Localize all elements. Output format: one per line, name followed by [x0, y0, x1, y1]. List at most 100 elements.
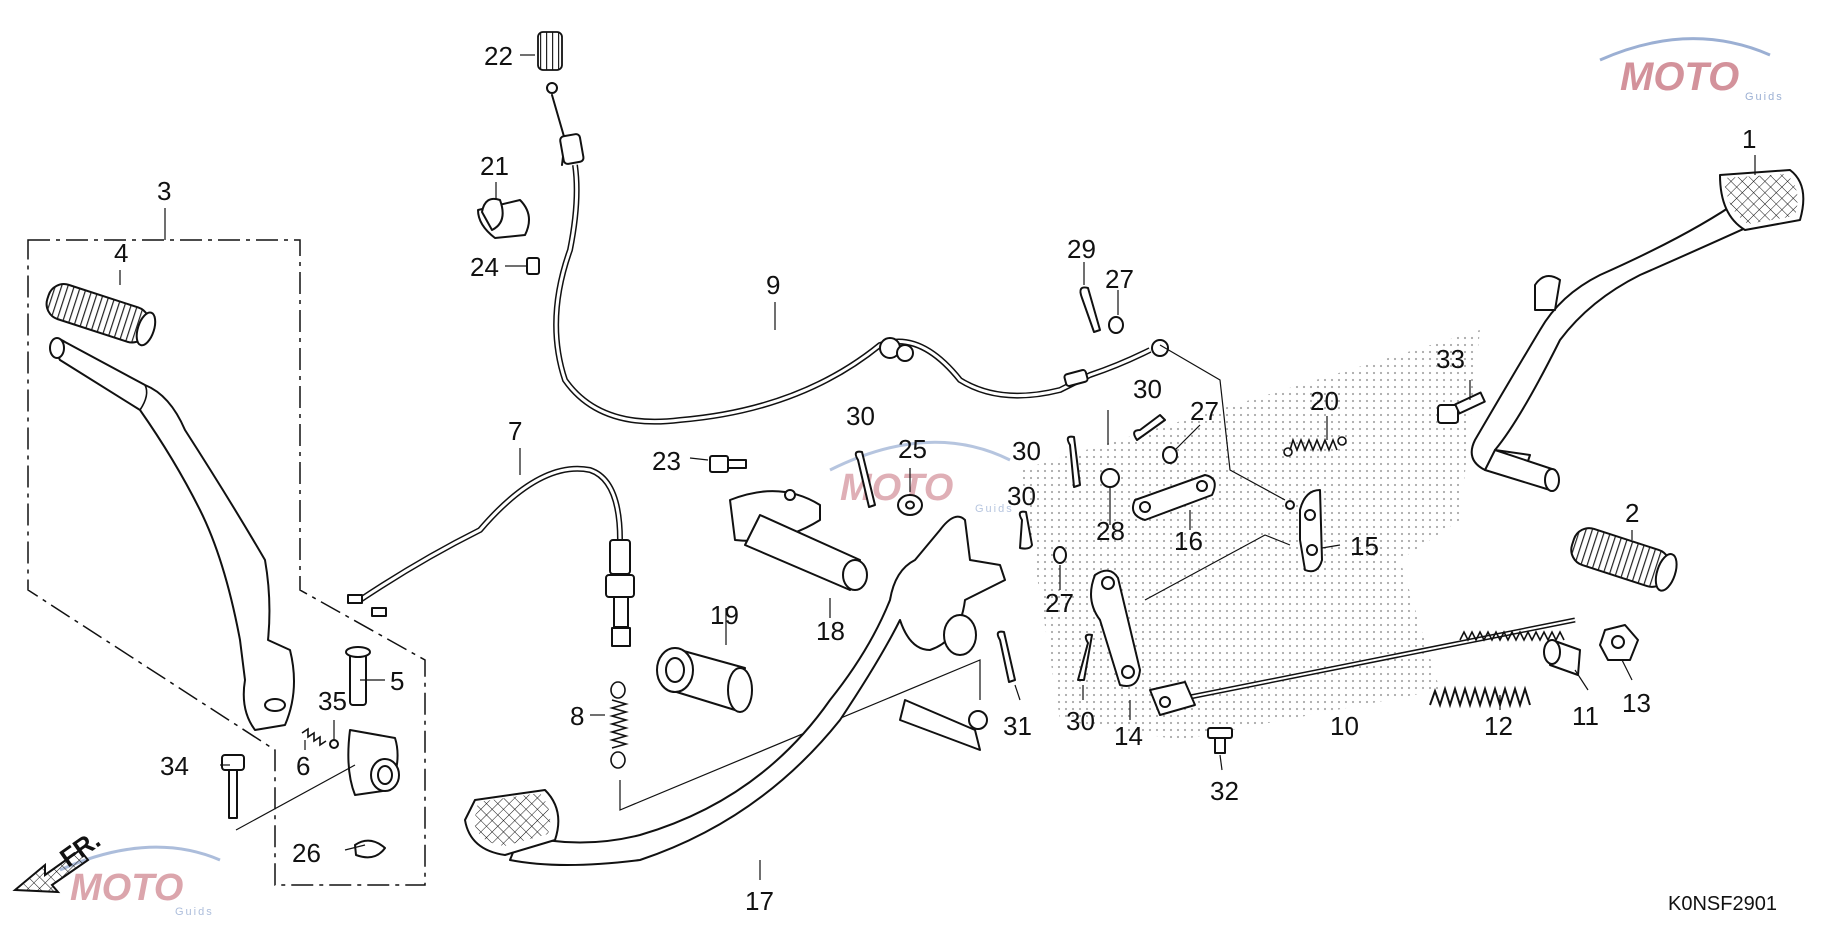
label-19: 19	[710, 600, 739, 630]
label-30-a: 30	[846, 401, 875, 431]
label-31: 31	[1003, 711, 1032, 741]
part-4-grip	[45, 283, 157, 347]
watermark-brand-top: MOTO	[1620, 55, 1739, 99]
part-1-pedal	[1470, 169, 1805, 492]
part-13-nut	[1599, 624, 1639, 661]
watermark-brand-center: MOTO	[840, 467, 953, 509]
label-27-c: 27	[1045, 588, 1074, 618]
part-22-boot	[537, 31, 563, 94]
label-3: 3	[157, 176, 171, 206]
label-1: 1	[1742, 124, 1756, 154]
part-30-pin-b	[1066, 435, 1081, 488]
label-23: 23	[652, 446, 681, 476]
label-6: 6	[296, 751, 310, 781]
part-27-washer-a	[1108, 316, 1124, 334]
label-29: 29	[1067, 234, 1096, 264]
label-17: 17	[745, 886, 774, 916]
label-33: 33	[1436, 344, 1465, 374]
part-16-link	[1132, 474, 1216, 521]
watermark-logo-center: MOTO Guids	[829, 440, 1014, 515]
label-7: 7	[508, 416, 522, 446]
part-27-washer-c	[1053, 546, 1067, 564]
part-31-pin	[996, 630, 1016, 683]
part-5-pin	[345, 646, 371, 706]
label-28: 28	[1096, 516, 1125, 546]
group-box-3	[27, 239, 426, 886]
label-11: 11	[1572, 701, 1599, 731]
part-18-shaft	[729, 489, 868, 591]
watermark-sub-bottom: Guids	[175, 906, 214, 918]
part-27-washer-b	[1162, 446, 1178, 464]
watermark-logo-top: MOTO Guids	[1599, 37, 1784, 103]
part-30-pin-d	[1018, 510, 1033, 550]
shaded-region	[1020, 330, 1480, 740]
label-15: 15	[1350, 531, 1379, 561]
watermark-sub-top: Guids	[1745, 91, 1784, 103]
label-24: 24	[470, 252, 499, 282]
part-12-spring	[1429, 685, 1531, 709]
label-14: 14	[1114, 721, 1143, 751]
part-23-bolt	[709, 455, 747, 473]
label-20: 20	[1310, 386, 1339, 416]
label-34: 34	[160, 751, 189, 781]
part-shift-arm	[347, 729, 400, 796]
label-30-e: 30	[1066, 706, 1095, 736]
label-30-d: 30	[1007, 481, 1036, 511]
part-30-pin-a	[854, 450, 876, 508]
part-35-ball	[329, 739, 339, 749]
label-27-a: 27	[1105, 264, 1134, 294]
part-26-circlip	[354, 839, 386, 859]
diagram-code: K0NSF2901	[1668, 893, 1777, 915]
part-15-bracket	[1285, 489, 1323, 573]
label-27-b: 27	[1190, 396, 1219, 426]
label-16: 16	[1174, 526, 1203, 556]
label-35: 35	[318, 686, 347, 716]
label-30-b: 30	[1133, 374, 1162, 404]
part-2-grip	[1570, 527, 1678, 592]
part-34-bolt	[221, 754, 245, 819]
part-30-pin-c	[1133, 414, 1166, 441]
part-10-rod	[1149, 617, 1576, 716]
part-30-pin-e	[1077, 633, 1093, 681]
label-13: 13	[1622, 688, 1651, 718]
label-26: 26	[292, 838, 321, 868]
part-19-collar	[656, 647, 753, 713]
part-20-spring	[1283, 436, 1347, 457]
leader-34	[235, 764, 356, 831]
part-6-spring	[301, 727, 327, 747]
part-29-cotter	[1079, 286, 1101, 333]
label-32: 32	[1210, 776, 1239, 806]
part-17-brake-pedal	[464, 515, 1006, 866]
part-32-bolt	[1207, 727, 1233, 754]
leader-8-17	[619, 659, 981, 811]
leader-14-15	[1144, 534, 1291, 601]
leader-lines	[119, 54, 1756, 880]
part-11-collar	[1543, 639, 1581, 676]
label-21: 21	[480, 151, 509, 181]
label-4: 4	[114, 238, 128, 268]
part-33-bolt	[1437, 391, 1486, 424]
label-2: 2	[1625, 498, 1639, 528]
label-9: 9	[766, 270, 780, 300]
label-12: 12	[1484, 711, 1513, 741]
part-7-switch	[347, 465, 635, 647]
part-21-clamp	[477, 197, 530, 239]
part-3-lever	[49, 337, 295, 731]
label-5: 5	[390, 666, 404, 696]
part-28-washer	[1100, 468, 1120, 488]
part-24-bolt	[515, 257, 540, 275]
watermark-sub-center: Guids	[975, 503, 1014, 515]
label-22: 22	[484, 41, 513, 71]
part-8-spring	[609, 681, 629, 769]
watermark-brand-bottom: MOTO	[70, 867, 183, 909]
part-14-arm	[1090, 569, 1141, 687]
watermark-logo-bottom: MOTO Guids	[59, 845, 221, 918]
label-18: 18	[816, 616, 845, 646]
label-25: 25	[898, 434, 927, 464]
label-10: 10	[1330, 711, 1359, 741]
leader-15	[1159, 344, 1286, 501]
label-8: 8	[570, 701, 584, 731]
label-30-c: 30	[1012, 436, 1041, 466]
part-labels: 1 2 3 4 5 6 7 8 9 10 11 12 13 14 15 16 1…	[114, 41, 1756, 916]
